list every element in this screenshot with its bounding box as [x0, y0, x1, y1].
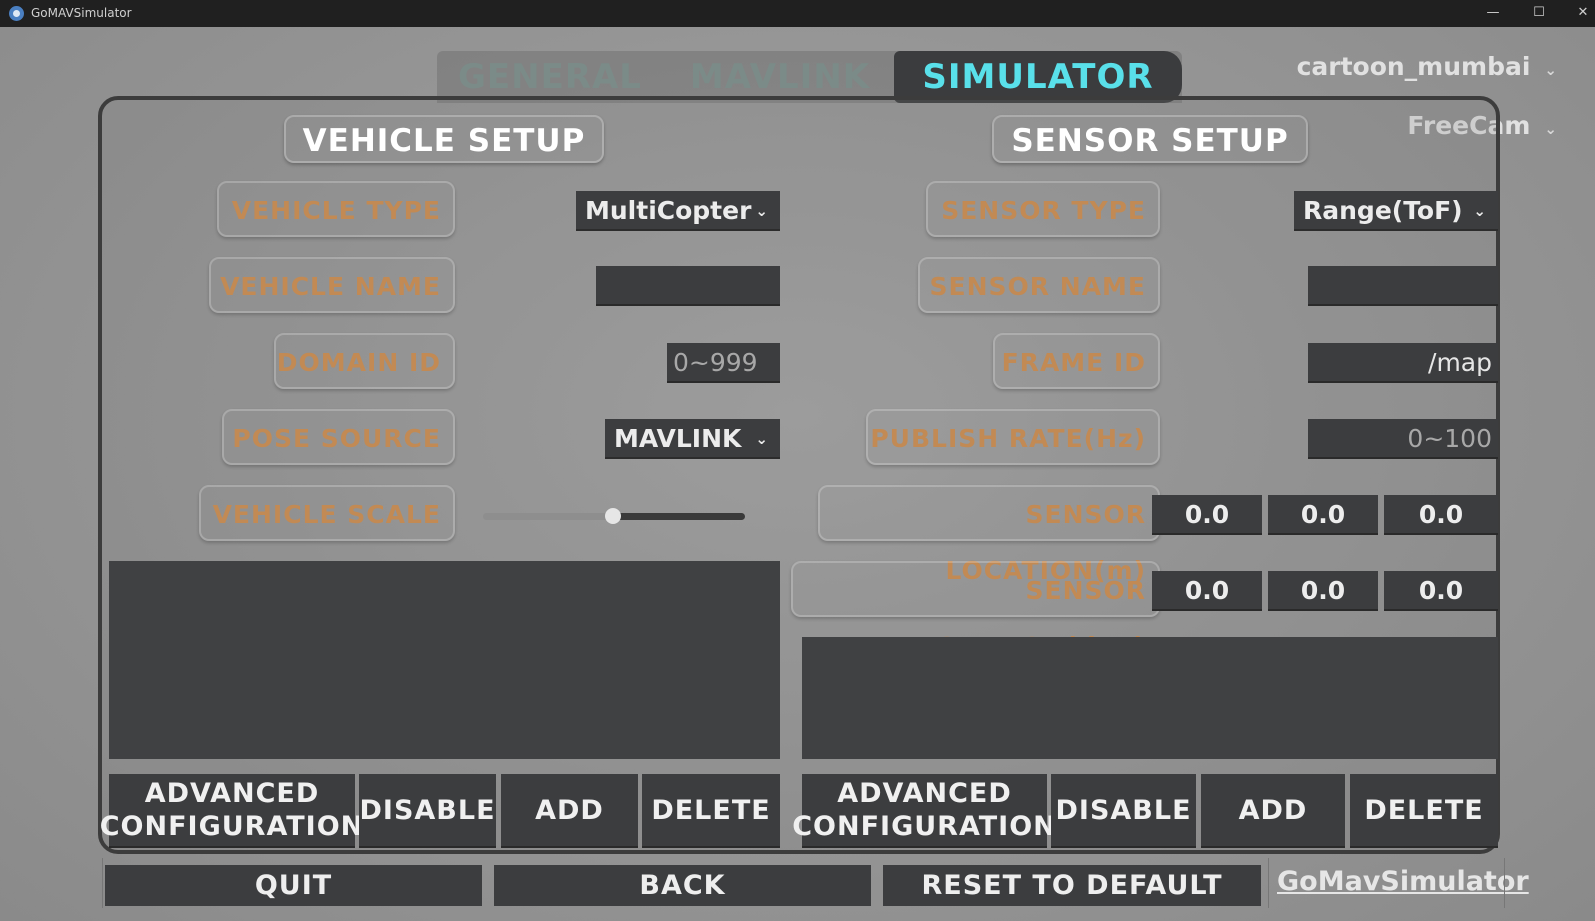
- footer-divider: [1504, 858, 1505, 908]
- camera-select-value: FreeCam: [1407, 111, 1531, 140]
- pose-source-label: POSE SOURCE: [222, 409, 455, 465]
- sensor-delete-button[interactable]: DELETE: [1350, 774, 1498, 848]
- quit-button[interactable]: QUIT: [105, 865, 482, 906]
- sensor-rotation-z-input[interactable]: 0.0: [1384, 571, 1498, 611]
- vehicle-add-button[interactable]: ADD: [501, 774, 638, 848]
- gomavsimulator-link[interactable]: GoMavSimulator: [1277, 866, 1529, 897]
- vehicle-type-dropdown[interactable]: MultiCopter ⌄: [576, 191, 780, 231]
- frame-id-input[interactable]: /map: [1308, 343, 1498, 383]
- maximize-icon[interactable]: ☐: [1533, 5, 1545, 20]
- sensor-type-label: SENSOR TYPE: [926, 181, 1160, 237]
- sensor-rotation-x-input[interactable]: 0.0: [1152, 571, 1262, 611]
- chevron-down-icon: ⌄: [1473, 202, 1486, 220]
- sensor-location-x-input[interactable]: 0.0: [1152, 495, 1262, 535]
- sensor-setup-heading: SENSOR SETUP: [992, 115, 1308, 163]
- sensor-type-value: Range(ToF): [1303, 196, 1463, 225]
- tab-bar: GENERAL MAVLINK SIMULATOR: [437, 51, 1182, 103]
- vehicle-name-label: VEHICLE NAME: [209, 257, 455, 313]
- sensor-location-y-input[interactable]: 0.0: [1268, 495, 1378, 535]
- tab-mavlink[interactable]: MAVLINK: [689, 57, 871, 97]
- sensor-location-z-input[interactable]: 0.0: [1384, 495, 1498, 535]
- sensor-rotation-y-input[interactable]: 0.0: [1268, 571, 1378, 611]
- domain-id-input[interactable]: 0~999: [667, 343, 780, 383]
- vehicle-scale-slider-handle[interactable]: [605, 508, 621, 524]
- chevron-down-icon: ⌄: [1544, 61, 1557, 79]
- app-icon: [9, 6, 24, 21]
- chevron-down-icon: ⌄: [755, 202, 768, 220]
- vehicle-type-label: VEHICLE TYPE: [217, 181, 455, 237]
- sensor-disable-button[interactable]: DISABLE: [1051, 774, 1196, 848]
- pose-source-value: MAVLINK: [614, 424, 742, 453]
- reset-to-default-button[interactable]: RESET TO DEFAULT: [883, 865, 1261, 906]
- sensor-name-input[interactable]: [1308, 266, 1498, 306]
- domain-id-label: DOMAIN ID: [274, 333, 455, 389]
- chevron-down-icon: ⌄: [1544, 120, 1557, 138]
- vehicle-disable-button[interactable]: DISABLE: [359, 774, 496, 848]
- vehicle-scale-slider-fill: [610, 513, 745, 520]
- vehicle-scale-label: VEHICLE SCALE: [199, 485, 455, 541]
- sensor-advanced-configuration-button[interactable]: ADVANCED CONFIGURATION: [792, 774, 1056, 848]
- footer-divider: [102, 858, 103, 908]
- back-button[interactable]: BACK: [494, 865, 871, 906]
- minimize-icon[interactable]: —: [1486, 5, 1500, 20]
- sensor-location-label: SENSOR LOCATION(m): [818, 485, 1160, 585]
- close-icon[interactable]: ✕: [1577, 5, 1589, 20]
- map-select[interactable]: cartoon_mumbai ⌄: [1297, 52, 1557, 81]
- window-titlebar: GoMAVSimulator — ☐ ✕: [0, 0, 1595, 27]
- chevron-down-icon: ⌄: [755, 430, 768, 448]
- vehicle-list[interactable]: [109, 561, 780, 759]
- camera-select[interactable]: FreeCam ⌄: [1407, 111, 1557, 140]
- sensor-list[interactable]: [802, 637, 1498, 759]
- pose-source-dropdown[interactable]: MAVLINK ⌄: [605, 419, 780, 459]
- map-select-value: cartoon_mumbai: [1296, 52, 1531, 81]
- vehicle-type-value: MultiCopter: [585, 196, 752, 225]
- tab-general[interactable]: GENERAL: [458, 57, 642, 97]
- window-title: GoMAVSimulator: [31, 6, 132, 20]
- sensor-add-button[interactable]: ADD: [1201, 774, 1345, 848]
- vehicle-advanced-configuration-button[interactable]: ADVANCED CONFIGURATION: [100, 774, 363, 848]
- sensor-type-dropdown[interactable]: Range(ToF) ⌄: [1294, 191, 1498, 231]
- vehicle-name-input[interactable]: [596, 266, 780, 306]
- tab-simulator[interactable]: SIMULATOR: [894, 51, 1182, 103]
- publish-rate-label: PUBLISH RATE(Hz): [866, 409, 1160, 465]
- sensor-rotation-label: SENSOR ROTATION(deg): [791, 561, 1160, 661]
- publish-rate-input[interactable]: 0~100: [1308, 419, 1498, 459]
- vehicle-delete-button[interactable]: DELETE: [642, 774, 780, 848]
- vehicle-setup-heading: VEHICLE SETUP: [284, 115, 604, 163]
- frame-id-label: FRAME ID: [993, 333, 1160, 389]
- sensor-name-label: SENSOR NAME: [918, 257, 1160, 313]
- footer-divider: [1268, 858, 1269, 908]
